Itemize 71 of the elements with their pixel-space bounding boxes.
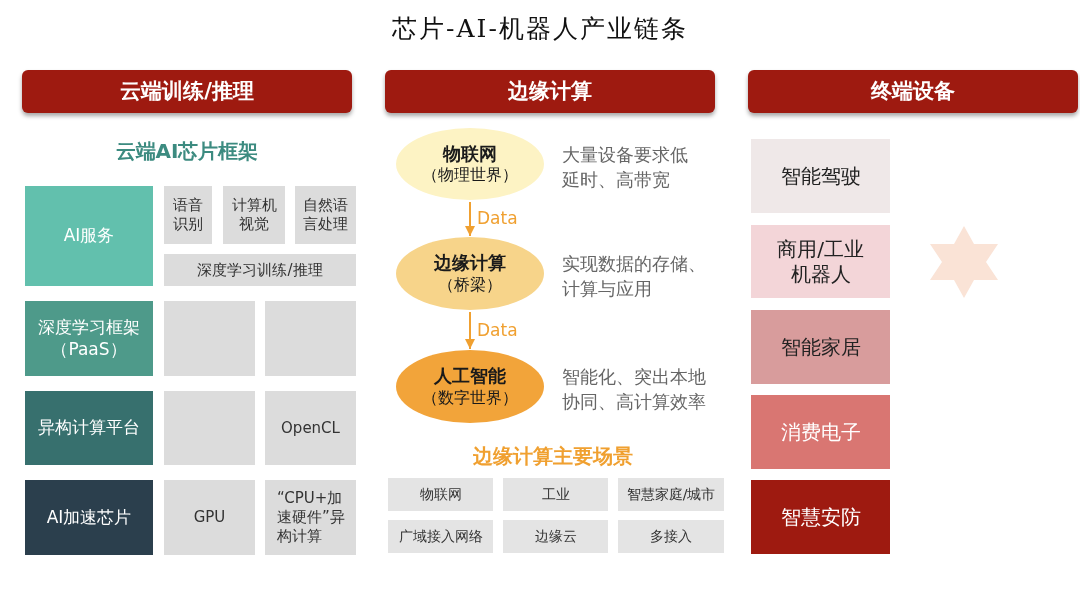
- item-tile: [164, 480, 255, 555]
- device-box: [751, 225, 890, 298]
- category-label: 异构计算平台: [38, 417, 140, 439]
- node-subtitle: （桥梁）: [438, 274, 502, 295]
- scenario-label: 多接入: [650, 527, 692, 546]
- tile-label: 自然语言处理: [302, 196, 349, 234]
- device-label: 智慧安防: [780, 504, 861, 530]
- device-label: 智能驾驶: [780, 163, 861, 189]
- scenario-label: 边缘云: [534, 527, 577, 546]
- header-title: 云端训练/推理: [120, 78, 254, 105]
- header-bar: [748, 70, 1078, 113]
- description-text: 大量设备要求低延时、高带宽: [562, 144, 688, 190]
- tile-label: OpenCL: [281, 418, 340, 438]
- device-label: 商用/工业机器人: [776, 236, 865, 287]
- node-heading: 物联网: [443, 142, 497, 166]
- tile-label: 深度学习训练/推理: [197, 260, 323, 280]
- empty-tile: [265, 301, 356, 376]
- scenario-tile: [503, 478, 608, 511]
- category-label: AI服务: [63, 225, 115, 247]
- tile-label: GPU: [193, 508, 226, 527]
- empty-tile: [164, 391, 255, 465]
- node-heading: 人工智能: [434, 365, 506, 388]
- device-box: [751, 480, 890, 554]
- section-heading: 云端AI芯片框架: [115, 139, 259, 163]
- description-text: 实现数据的存储、计算与应用: [562, 253, 706, 299]
- arrow: [465, 311, 475, 350]
- empty-tile: [164, 301, 255, 376]
- category-box: [25, 301, 153, 376]
- node-heading: 边缘计算: [434, 252, 506, 275]
- scenario-label: 智慧家庭/城市: [626, 485, 716, 504]
- category-box: [25, 480, 153, 555]
- section-heading: 边缘计算主要场景: [473, 444, 633, 468]
- header-title: 边缘计算: [508, 78, 592, 105]
- device-box: [751, 395, 890, 469]
- ellipse-node: [396, 128, 544, 200]
- item-tile: [265, 391, 356, 465]
- category-label: 深度学习框架（PaaS）: [37, 317, 141, 360]
- device-box: [751, 310, 890, 384]
- category-box: [25, 186, 153, 286]
- item-tile: [164, 254, 356, 286]
- scenario-tile: [618, 520, 724, 553]
- scenario-tile: [388, 520, 493, 553]
- header-bar: [385, 70, 715, 113]
- item-tile: [295, 186, 356, 244]
- category-box: [25, 391, 153, 465]
- header-title: 终端设备: [871, 78, 955, 105]
- scenario-label: 广域接入网络: [398, 527, 483, 546]
- diagram-title: 芯片-AI-机器人产业链条: [392, 14, 688, 43]
- category-label: AI加速芯片: [46, 506, 132, 529]
- item-tile: [164, 186, 212, 244]
- tile-label: 计算机视觉: [230, 196, 278, 234]
- ellipse-node: [396, 237, 544, 310]
- scenario-label: 物联网: [419, 485, 462, 504]
- arrow: [465, 201, 475, 237]
- tile-label: “CPU+加速硬件”异构计算: [277, 489, 346, 546]
- scenario-tile: [618, 478, 724, 511]
- scenario-tile: [388, 478, 493, 511]
- device-label: 消费电子: [780, 419, 861, 445]
- device-label: 智能家居: [780, 334, 861, 360]
- item-tile: [223, 186, 285, 244]
- item-tile: [265, 480, 356, 555]
- description-text: 智能化、突出本地协同、高计算效率: [562, 366, 706, 412]
- edge-label: Data: [477, 319, 518, 340]
- node-subtitle: （物理世界）: [422, 165, 518, 186]
- scenario-label: 工业: [541, 485, 570, 504]
- node-subtitle: （数字世界）: [422, 387, 518, 408]
- ellipse-node: [396, 350, 544, 423]
- edge-label: Data: [477, 208, 518, 228]
- tile-label: 语音识别: [172, 196, 204, 234]
- header-bar: [22, 70, 352, 113]
- scenario-tile: [503, 520, 608, 553]
